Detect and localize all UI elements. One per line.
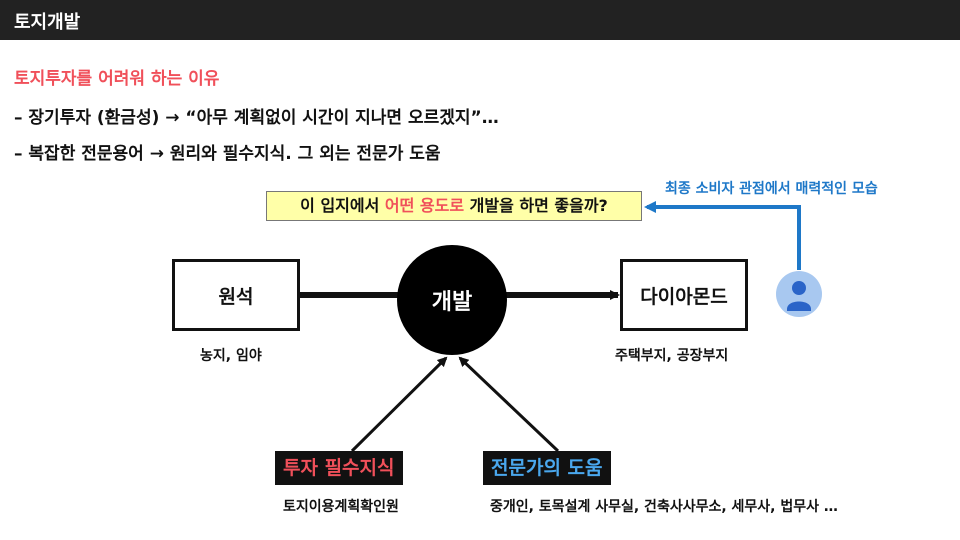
expert-help-caption: 중개인, 토목설계 사무실, 건축사사무소, 세무사, 법무사 …	[490, 499, 838, 515]
consumer-perspective-note: 최종 소비자 관점에서 매력적인 모습	[665, 181, 878, 197]
diamond-label: 다이아몬드	[640, 285, 728, 308]
question-text-before: 이 입지에서	[300, 196, 385, 215]
question-highlight: 어떤 용도로	[384, 196, 465, 215]
raw-land-label: 원석	[218, 285, 254, 308]
raw-land-box: 원석	[172, 259, 300, 331]
arrow-consumer-to-question	[644, 201, 801, 270]
question-text-after: 개발을 하면 좋을까?	[464, 196, 608, 215]
user-avatar-icon	[776, 271, 822, 317]
development-label: 개발	[431, 290, 473, 315]
page-title: 토지개발	[14, 12, 81, 33]
reason-bullet-terminology: – 복잡한 전문용어 → 원리와 필수지식. 그 외는 전문가 도움	[14, 144, 441, 164]
key-question-box: 이 입지에서 어떤 용도로 개발을 하면 좋을까?	[266, 191, 642, 221]
diamond-box: 다이아몬드	[620, 259, 748, 331]
arrow-investment-to-develop	[350, 356, 448, 453]
raw-land-caption: 농지, 임야	[200, 348, 262, 364]
development-circle: 개발	[397, 245, 507, 355]
title-bar: 토지개발	[0, 0, 960, 40]
arrow-expert-to-develop	[458, 356, 560, 453]
investment-knowledge-label: 투자 필수지식	[275, 451, 403, 485]
diamond-caption: 주택부지, 공장부지	[615, 348, 729, 364]
reason-bullet-long-term: – 장기투자 (환금성) → “아무 계획없이 시간이 지나면 오르겠지”…	[14, 108, 499, 128]
investment-knowledge-caption: 토지이용계획확인원	[283, 499, 399, 515]
expert-help-label: 전문가의 도움	[483, 451, 611, 485]
reasons-heading: 토지투자를 어려워 하는 이유	[14, 69, 220, 89]
